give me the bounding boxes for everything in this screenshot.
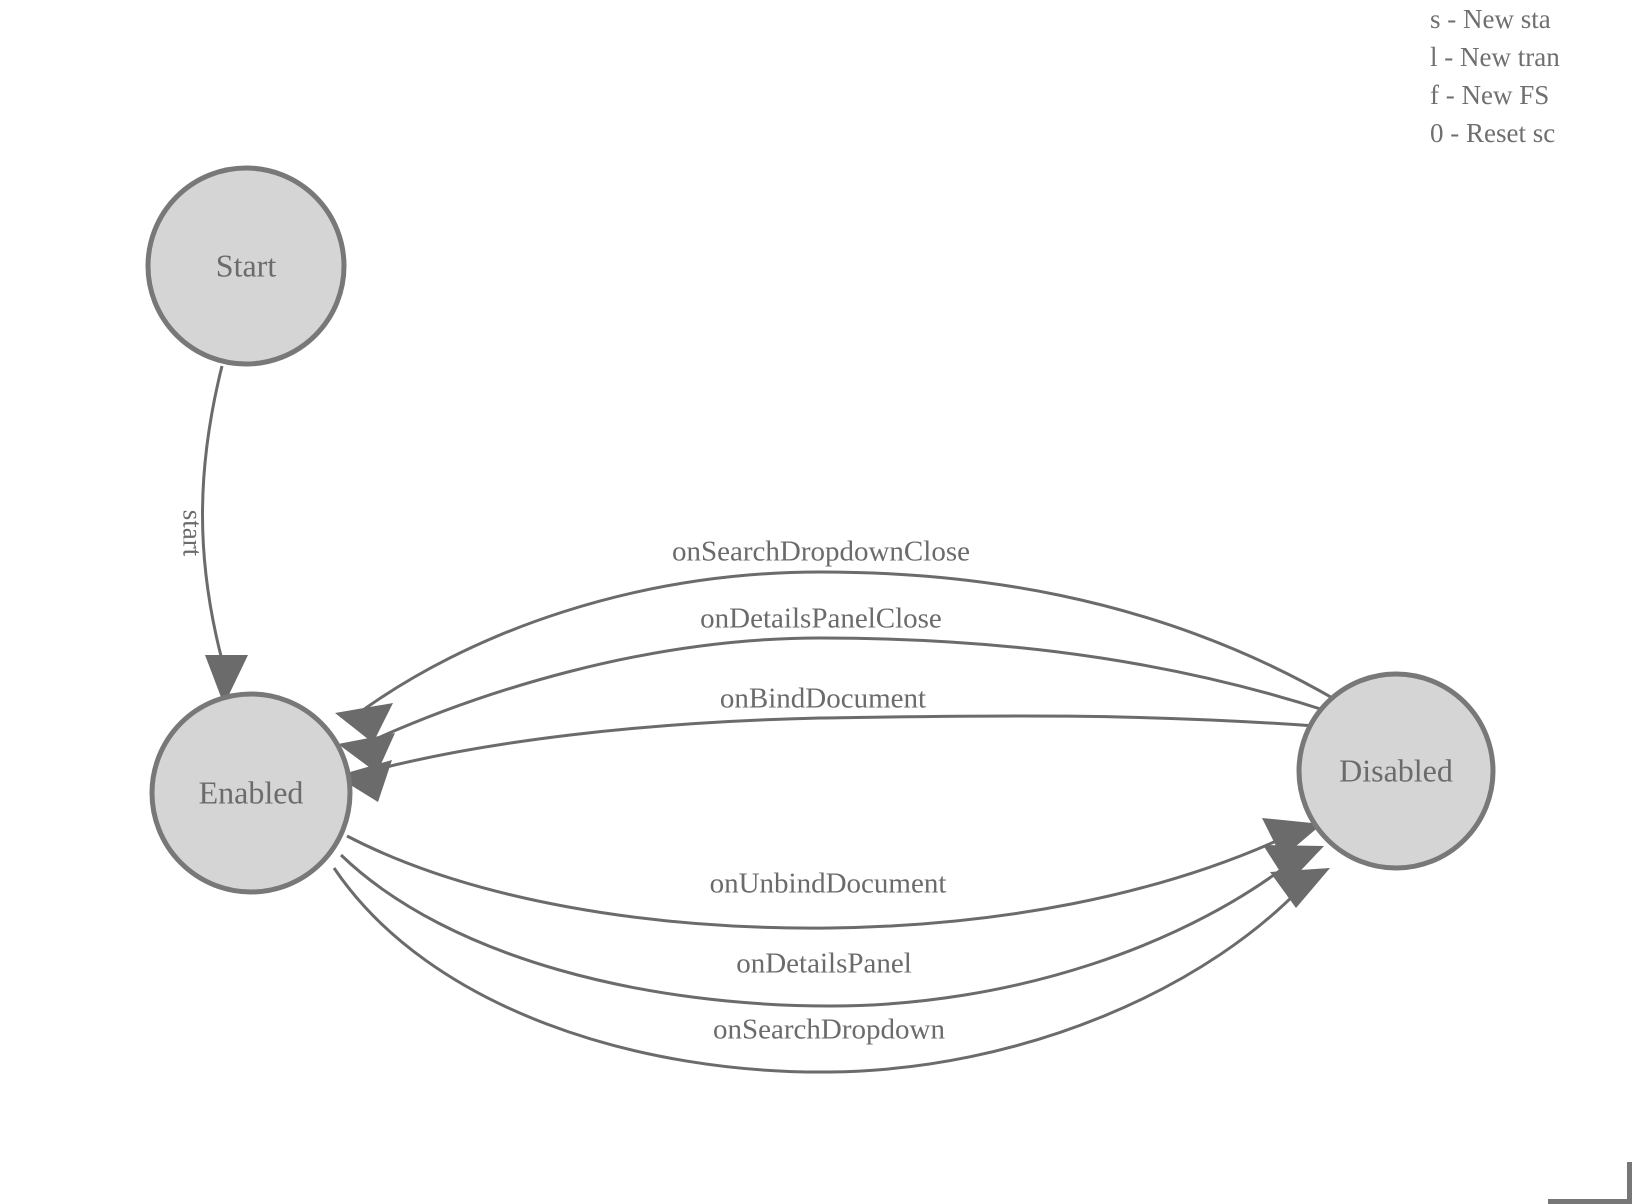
node-enabled[interactable] <box>149 691 353 895</box>
edge-enabled-to-disabled-search-dropdown[interactable] <box>332 867 1330 1074</box>
edge-enabled-to-disabled-details-panel[interactable] <box>339 845 1324 1008</box>
edge-disabled-to-enabled-search-dropdown-close[interactable] <box>335 570 1337 743</box>
node-start[interactable] <box>145 165 347 367</box>
edge-disabled-to-enabled-details-panel-close[interactable] <box>338 636 1331 773</box>
panel-corner-frame <box>1548 1162 1632 1204</box>
node-disabled[interactable] <box>1296 671 1496 871</box>
edge-enabled-to-disabled-unbind-document[interactable] <box>346 818 1322 930</box>
edge-start-to-enabled[interactable] <box>201 365 249 705</box>
edge-disabled-to-enabled-bind-document[interactable] <box>336 714 1316 802</box>
